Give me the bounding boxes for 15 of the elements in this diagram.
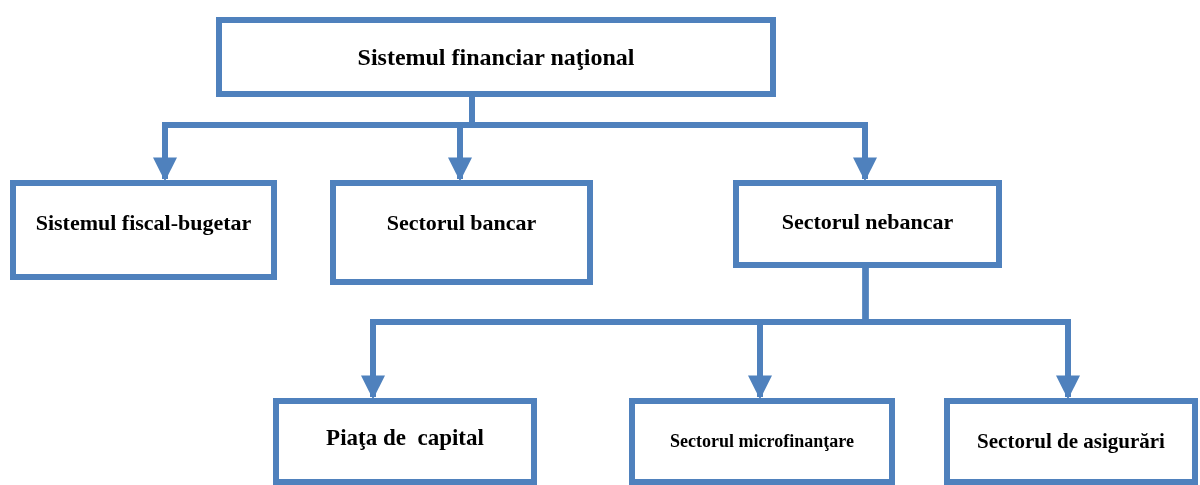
box-label: Sectorul de asigurări	[977, 428, 1165, 455]
connector-arrow	[862, 268, 1080, 400]
box-label: Sectorul nebancar	[781, 208, 954, 236]
org-box	[10, 180, 277, 280]
box-label: Sistemul fiscal-bugetar	[35, 209, 252, 237]
org-box	[944, 398, 1198, 485]
box-label: Sectorul microfinanţare	[670, 430, 854, 453]
box-label: Sistemul financiar naţional	[357, 42, 635, 72]
org-box	[273, 398, 537, 485]
box-label: Piaţa de capital	[326, 423, 484, 452]
org-box	[330, 180, 593, 285]
org-box	[629, 398, 895, 485]
box-label: Sectorul bancar	[386, 210, 537, 237]
org-box	[216, 17, 776, 97]
org-box	[733, 180, 1002, 268]
